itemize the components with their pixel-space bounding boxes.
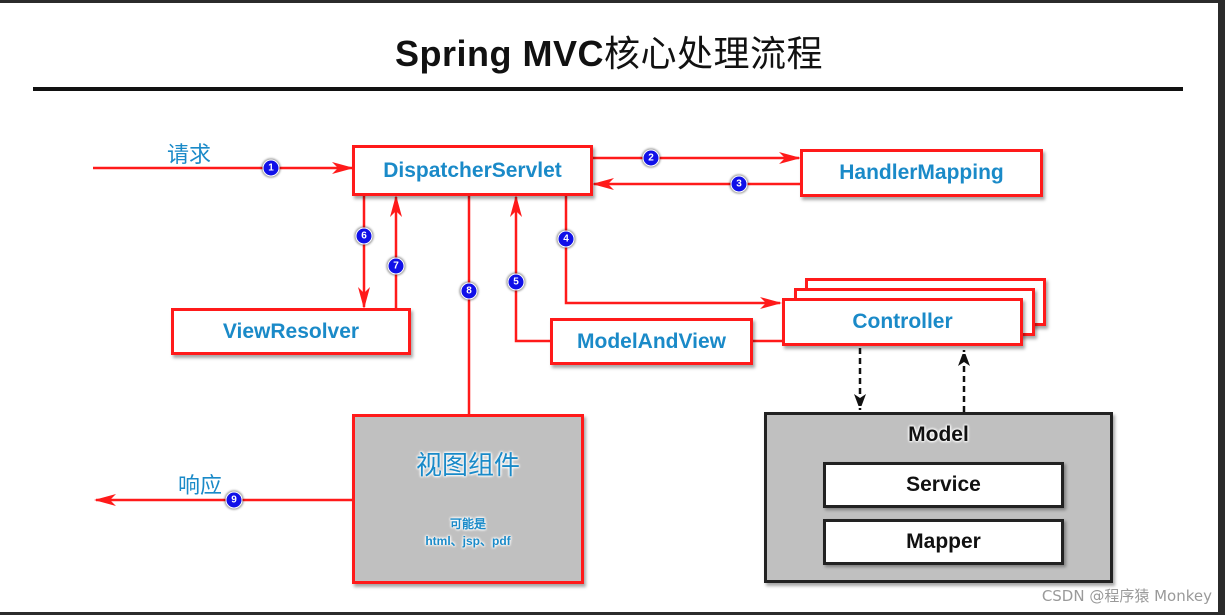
step-badge-3: 3 [730,175,748,193]
diagram-title: Spring MVC核心处理流程 [0,25,1218,77]
view-component-title: 视图组件 [415,451,520,481]
watermark: CSDN @程序猿 Monkey [1041,587,1212,605]
request-label: 请求 [167,143,212,168]
handler-mapping-box: HandlerMapping [800,149,1043,197]
dispatcher-servlet-label: DispatcherServlet [383,158,562,182]
controller-box: Controller [782,298,1023,346]
model-box: Model Service Mapper [764,412,1113,583]
step-badge-9: 9 [225,491,243,509]
arrow-step-5 [510,195,550,343]
view-component-note-line2: html、jsp、pdf [425,534,511,548]
step-badge-5: 5 [507,273,525,291]
title-en: Spring MVC [394,33,604,74]
view-component-note-line1: 可能是 [449,517,486,531]
controller-label: Controller [852,310,953,333]
model-and-view-box: ModelAndView [550,318,753,365]
handler-mapping-label: HandlerMapping [839,161,1004,184]
step-badge-7: 7 [387,257,405,275]
arrow-step-4 [564,196,782,309]
title-cn: 核心处理流程 [603,34,823,75]
mapper-box: Mapper [823,519,1064,565]
step-badge-8: 8 [460,282,478,300]
diagram-canvas: Spring MVC核心处理流程 [0,3,1218,612]
service-label: Service [906,473,981,496]
dispatcher-servlet-box: DispatcherServlet [352,145,593,196]
response-label: 响应 [178,474,223,499]
step-badge-4: 4 [557,230,575,248]
view-resolver-label: ViewResolver [222,319,360,343]
model-title: Model [908,423,969,446]
service-box: Service [823,462,1064,508]
step-badge-2: 2 [642,149,660,167]
view-component-box: 视图组件 可能是 html、jsp、pdf [352,414,584,584]
title-divider [33,87,1183,91]
model-and-view-label: ModelAndView [577,329,726,353]
step-badge-1: 1 [262,159,280,177]
mapper-label: Mapper [906,530,981,553]
view-resolver-box: ViewResolver [171,308,411,355]
step-badge-6: 6 [355,227,373,245]
